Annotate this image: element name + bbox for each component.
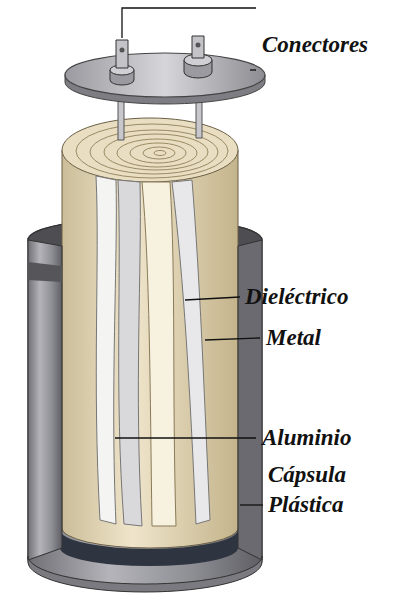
terminal-right bbox=[184, 36, 212, 78]
can-band bbox=[28, 262, 62, 282]
foil-layer bbox=[172, 180, 210, 524]
metal-layer bbox=[118, 180, 142, 526]
lid bbox=[65, 53, 265, 97]
leader-lines bbox=[115, 8, 263, 505]
terminal-left bbox=[110, 40, 134, 85]
winding-roll bbox=[62, 150, 238, 548]
dielectric-layer bbox=[142, 182, 176, 526]
can-wall-left bbox=[28, 240, 62, 560]
aluminium-layer bbox=[96, 176, 116, 524]
casing-label: Cápsula Plástica bbox=[268, 460, 378, 520]
dielectric-label: Dieléctrico bbox=[245, 282, 348, 312]
can-bottom bbox=[28, 556, 262, 592]
roll-spiral bbox=[76, 124, 228, 178]
metal-label: Metal bbox=[266, 323, 321, 353]
aluminium-label: Aluminio bbox=[262, 423, 351, 453]
connector-label: Conectores bbox=[262, 30, 368, 60]
roll-top bbox=[62, 118, 238, 182]
